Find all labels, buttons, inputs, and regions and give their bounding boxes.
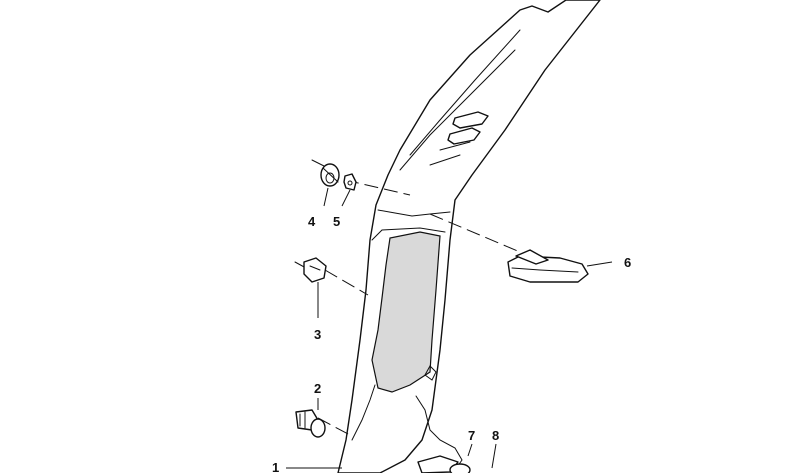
grip-part-6[interactable]	[507, 249, 589, 283]
callout-2[interactable]: 2	[314, 381, 321, 396]
leader-lines	[286, 187, 613, 469]
pillar-vent-openings	[447, 111, 489, 145]
callout-7[interactable]: 7	[468, 428, 475, 443]
clip-part-3[interactable]	[294, 257, 327, 283]
callout-6[interactable]: 6	[624, 255, 631, 270]
callout-1[interactable]: 1	[272, 460, 279, 473]
callout-4[interactable]: 4	[308, 214, 316, 229]
callout-5[interactable]: 5	[333, 214, 340, 229]
pillar-trim-panel[interactable]	[337, 0, 601, 473]
callout-8[interactable]: 8	[492, 428, 499, 443]
clip-part-4[interactable]	[311, 159, 340, 187]
fastener-part-2[interactable]	[295, 409, 326, 438]
callout-3[interactable]: 3	[314, 327, 321, 342]
clip-part-5[interactable]	[343, 173, 357, 191]
fastener-part-8[interactable]	[449, 463, 471, 473]
